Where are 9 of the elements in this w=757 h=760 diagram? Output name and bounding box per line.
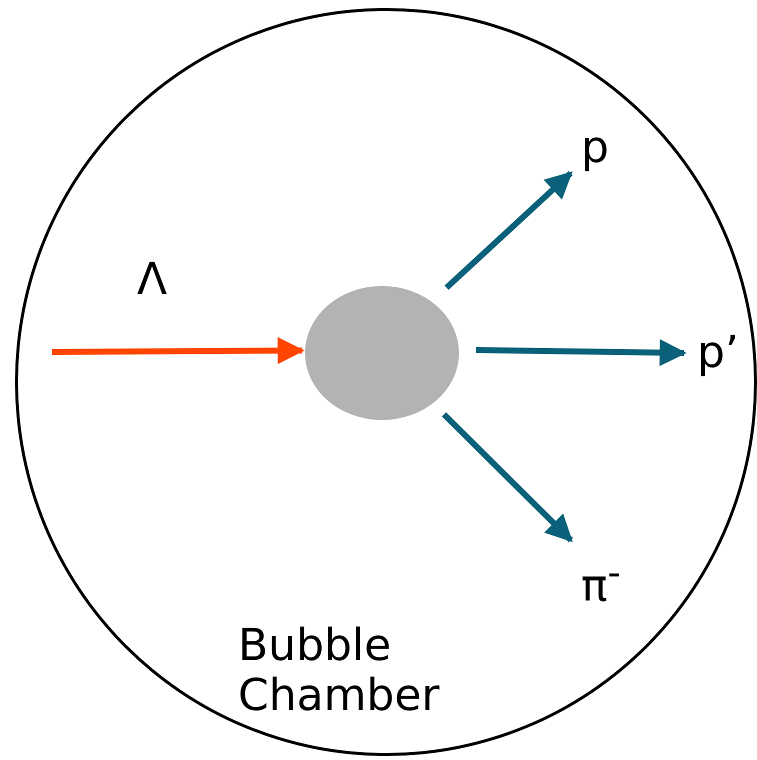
- arrow: [442, 412, 573, 542]
- particle-label: p: [581, 123, 609, 173]
- particle-label: p’: [697, 328, 739, 378]
- arrow: [444, 171, 573, 290]
- chamber-label: Bubble Chamber: [238, 621, 441, 721]
- arrow: [52, 337, 305, 364]
- chamber-circle: [15, 8, 757, 756]
- particle-label: π$^{-}$: [581, 548, 621, 612]
- arrow: [476, 339, 687, 366]
